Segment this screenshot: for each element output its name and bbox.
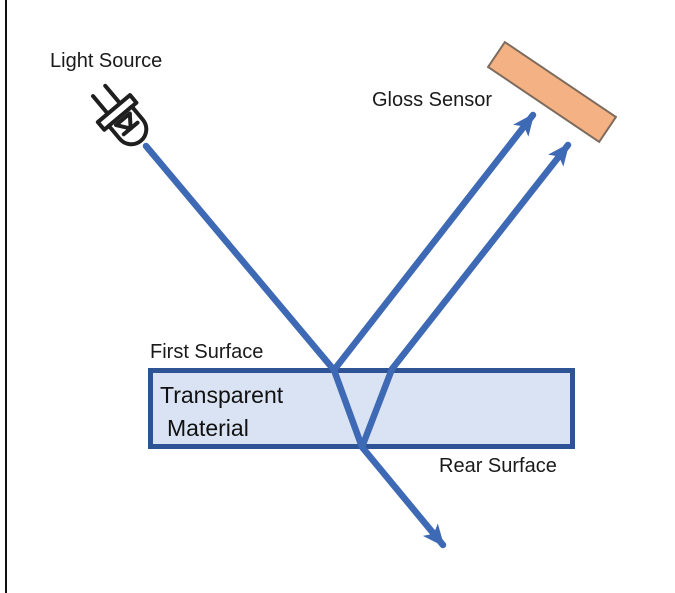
gloss-sensor-rect <box>486 40 618 144</box>
internal-refracted-ray <box>330 366 366 451</box>
gloss-sensor-label: Gloss Sensor <box>372 89 493 111</box>
rear-surface-label: Rear Surface <box>439 455 557 477</box>
first-surface-reflection-ray <box>330 111 537 374</box>
transmitted-ray <box>358 443 447 549</box>
left-edge-line <box>5 0 7 593</box>
light-source-label: Light Source <box>50 50 163 72</box>
diode-cathode-icon <box>121 120 140 137</box>
material-label-line1: Transparent <box>160 382 284 408</box>
led-leg-icon <box>103 83 124 107</box>
material-label-line2: Material <box>167 415 249 441</box>
diode-triangle-icon <box>114 111 133 131</box>
led-light-source-icon <box>91 83 149 147</box>
incident-ray <box>142 142 338 374</box>
rear-surface-reflection-ray <box>358 141 572 451</box>
first-surface-label: First Surface <box>150 341 264 363</box>
led-leg-icon <box>91 94 112 118</box>
transparent-material-label: Transparent Material <box>160 379 283 445</box>
